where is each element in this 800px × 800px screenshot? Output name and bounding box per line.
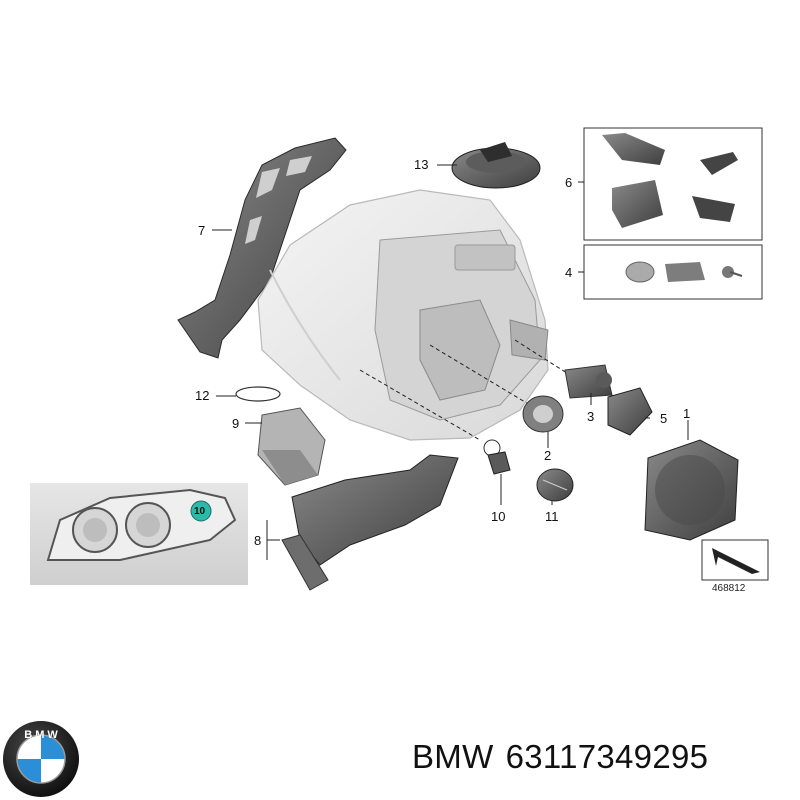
bmw-logo-letters: B M W	[24, 729, 58, 741]
callout-1: 1	[683, 406, 691, 421]
inset-marker	[190, 500, 212, 522]
part-8-duct	[281, 454, 459, 591]
callout-9: 9	[232, 416, 240, 431]
callout-5: 5	[660, 411, 668, 426]
part-caption: BMW 63117349295	[412, 738, 720, 776]
part-6-kit-box	[583, 127, 763, 241]
part-5-cover	[607, 387, 653, 436]
callout-lines	[212, 164, 689, 560]
callout-11: 11	[545, 509, 559, 524]
inset-marker-label: 10	[194, 506, 206, 517]
part-7-bracket	[177, 137, 347, 359]
callout-6: 6	[565, 175, 573, 190]
callout-13: 13	[414, 157, 429, 172]
part-3-lamp-socket	[564, 364, 613, 399]
part-10-bulb	[483, 439, 511, 475]
part-1-control-unit	[644, 439, 739, 541]
leader-lines	[359, 339, 571, 441]
reference-arrow-icon	[701, 539, 769, 581]
callout-12: 12	[195, 388, 210, 403]
part-11-cap	[536, 468, 574, 502]
callout-2: 2	[544, 448, 552, 463]
callout-8: 8	[254, 533, 262, 548]
part-12-gasket	[235, 386, 281, 402]
part-13-cap	[451, 142, 541, 189]
part-9-module	[257, 407, 326, 486]
car-front-inset	[30, 483, 248, 585]
brand-name: BMW	[412, 738, 494, 775]
callout-10: 10	[491, 509, 506, 524]
part-number: 63117349295	[505, 738, 709, 775]
callout-3: 3	[587, 409, 595, 424]
bmw-logo: B M W	[3, 721, 79, 797]
part-4-kit-box	[583, 244, 763, 300]
headlight-housing	[257, 189, 549, 441]
reference-number: 468812	[712, 583, 746, 594]
part-2-ring	[522, 395, 564, 433]
callout-7: 7	[198, 223, 206, 238]
callout-4: 4	[565, 265, 573, 280]
